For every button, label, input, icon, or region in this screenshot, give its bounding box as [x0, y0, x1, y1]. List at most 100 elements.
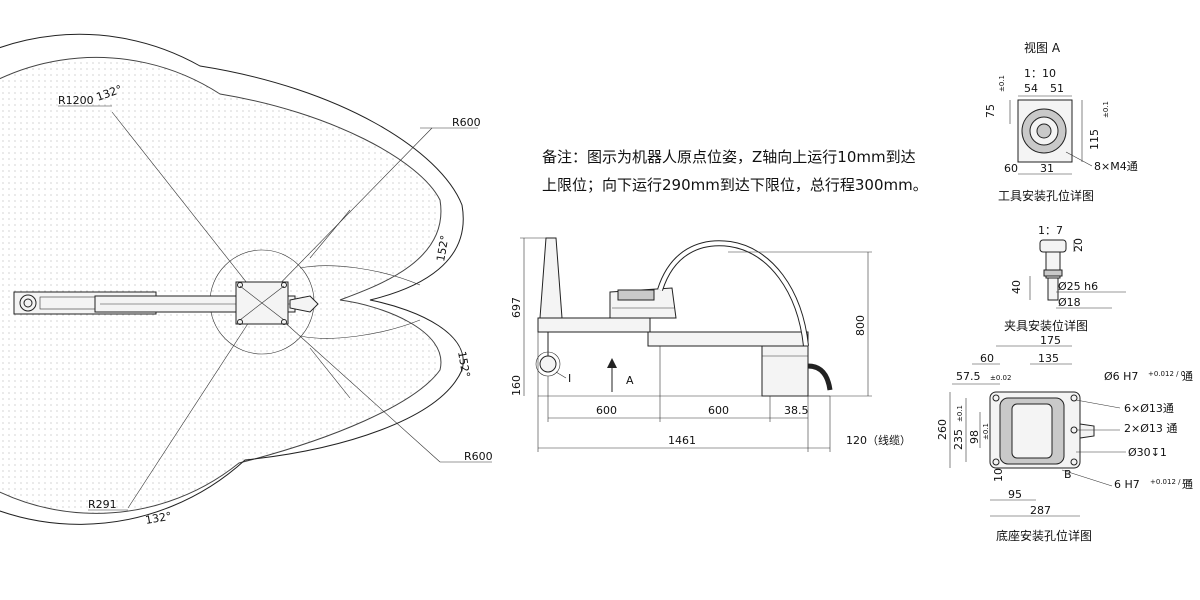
base-bolt-1 [237, 282, 243, 288]
base-holes-6x13: 6×Ø13通 [1124, 402, 1174, 415]
base-tol-235: ±0.1 [956, 405, 964, 422]
base-dim-98: 98 [968, 430, 981, 444]
base-bolt-3 [237, 319, 243, 325]
view-a-inner-ring [1036, 123, 1052, 139]
base-h7: Ø6 H7 [1104, 370, 1138, 383]
label-r600-upper: R600 [452, 116, 481, 129]
cable-inner [658, 241, 808, 347]
base-dim-287: 287 [1030, 504, 1051, 517]
base-cross-2 [239, 285, 285, 321]
view-a-title: 视图 A [1024, 40, 1061, 55]
dim-697: 697 [510, 297, 523, 318]
label-angle-upper-right: 152° [434, 234, 451, 262]
radius-line-291 [127, 301, 263, 509]
label-angle-lower-right: 152° [455, 350, 472, 378]
cable-outlet-top [289, 295, 319, 313]
base-dim-175: 175 [1040, 334, 1061, 347]
base-label-b: B [1064, 468, 1072, 481]
base-leader-6x13 [1075, 399, 1121, 409]
label-angle-bottom: 132° [144, 510, 172, 527]
base-body-inner [1011, 403, 1053, 459]
base-leader-h7-bottom [1061, 469, 1113, 487]
base-tol-98: ±0.1 [982, 423, 990, 440]
inner-arc-lower [299, 319, 421, 339]
base-hole-2 [1070, 394, 1078, 402]
clamp-dim-20: 20 [1072, 238, 1085, 252]
inner-arc-upper [299, 265, 421, 286]
radius-line-1200 [111, 111, 263, 303]
view-a-holes-leader [1065, 151, 1093, 167]
clamp-caption: 夹具安装位详图 [1004, 318, 1088, 333]
view-a-detail: 视图 A 1：10 54 51 75 ±0.1 115 ±0.1 60 31 8… [984, 40, 1138, 203]
base-tol-57-5: ±0.02 [990, 374, 1011, 382]
dim-160: 160 [510, 375, 523, 396]
view-a-holes: 8×M4通 [1094, 160, 1138, 173]
view-a-dim-60: 60 [1004, 162, 1018, 175]
tool-flange [539, 355, 557, 373]
angle-line-upper [309, 209, 351, 259]
base-dim-57-5: 57.5 [956, 370, 981, 383]
dim-1461: 1461 [668, 434, 696, 447]
arm-end-joint [19, 294, 37, 312]
clamp-lower-shaft [1047, 277, 1059, 301]
base-hole-4 [1070, 458, 1078, 466]
base-dim-235: 235 [952, 429, 965, 450]
leader-i [555, 371, 567, 379]
base-dim-260: 260 [936, 419, 949, 440]
vertical-column [539, 237, 563, 319]
side-cable-exit [807, 363, 833, 391]
base-detail: 175 60 135 57.5 ±0.02 Ø6 H7 +0.012 / 0 通… [936, 334, 1193, 543]
label-r1200: R1200 [58, 94, 94, 107]
arm-end-joint-inner [23, 298, 33, 308]
view-arrow-a-head [607, 358, 617, 368]
base-holes-2x13: 2×Ø13 通 [1124, 422, 1177, 435]
label-r291: R291 [88, 498, 117, 511]
base-cable-outlet [1079, 423, 1095, 439]
base-h7-bottom-through: 通 [1182, 478, 1193, 491]
label-i: I [568, 372, 571, 385]
workspace-outer-boundary [0, 33, 464, 525]
base-hole-1 [992, 394, 1000, 402]
base-dim-95: 95 [1008, 488, 1022, 501]
note-line-2: 上限位；向下运行290mm到达下限位，总行程300mm。 [542, 176, 928, 194]
clamp-top-cap [1039, 239, 1067, 253]
view-a-tol-115: ±0.1 [1102, 101, 1110, 118]
view-a-dim-115: 115 [1088, 129, 1101, 150]
side-view: I A 697 160 800 600 600 38.5 1461 120（线缆… [510, 237, 911, 452]
radius-line-lower-600 [261, 301, 441, 463]
base-h7-bottom: 6 H7 [1114, 478, 1140, 491]
base-bolt-4 [281, 319, 287, 325]
clamp-detail: 1：7 20 40 Ø25 h6 Ø18 夹具安装位详图 [1004, 224, 1126, 333]
radius-line-upper-600 [261, 127, 433, 303]
side-base [761, 345, 809, 397]
base-h7-tol: +0.012 / 0 [1148, 370, 1185, 378]
base-bolt-2 [281, 282, 287, 288]
view-a-dim-54: 54 [1024, 82, 1038, 95]
workspace-region [0, 56, 442, 514]
label-r600-lower: R600 [464, 450, 493, 463]
remarks-note: 备注：图示为机器人原点位姿，Z轴向上运行10mm到达 上限位；向下运行290mm… [542, 148, 928, 194]
base-top [235, 281, 289, 325]
clamp-dim-40: 40 [1010, 280, 1023, 294]
dim-600-b: 600 [708, 404, 729, 417]
label-a: A [626, 374, 634, 387]
clamp-dia25: Ø25 h6 [1058, 280, 1098, 293]
clamp-scale: 1：7 [1038, 224, 1063, 237]
motor-top [617, 289, 655, 301]
dim-800: 800 [854, 315, 867, 336]
side-arm-1 [537, 317, 651, 333]
view-a-tol-75: ±0.1 [998, 75, 1006, 92]
angle-line-lower [309, 347, 351, 399]
workspace-top-view: R1200 132° R600 152° 152° R600 R291 132° [0, 33, 493, 527]
base-h7-through: 通 [1182, 370, 1193, 383]
base-caption: 底座安装孔位详图 [996, 528, 1092, 543]
dim-600-a: 600 [596, 404, 617, 417]
view-a-dim-31: 31 [1040, 162, 1054, 175]
view-a-dim-51: 51 [1050, 82, 1064, 95]
dim-38-5: 38.5 [784, 404, 809, 417]
base-hole-3 [992, 458, 1000, 466]
base-dim-10: 10 [992, 468, 1005, 482]
base-dim-135: 135 [1038, 352, 1059, 365]
view-a-scale: 1：10 [1024, 67, 1056, 80]
side-arm-2 [647, 331, 809, 347]
